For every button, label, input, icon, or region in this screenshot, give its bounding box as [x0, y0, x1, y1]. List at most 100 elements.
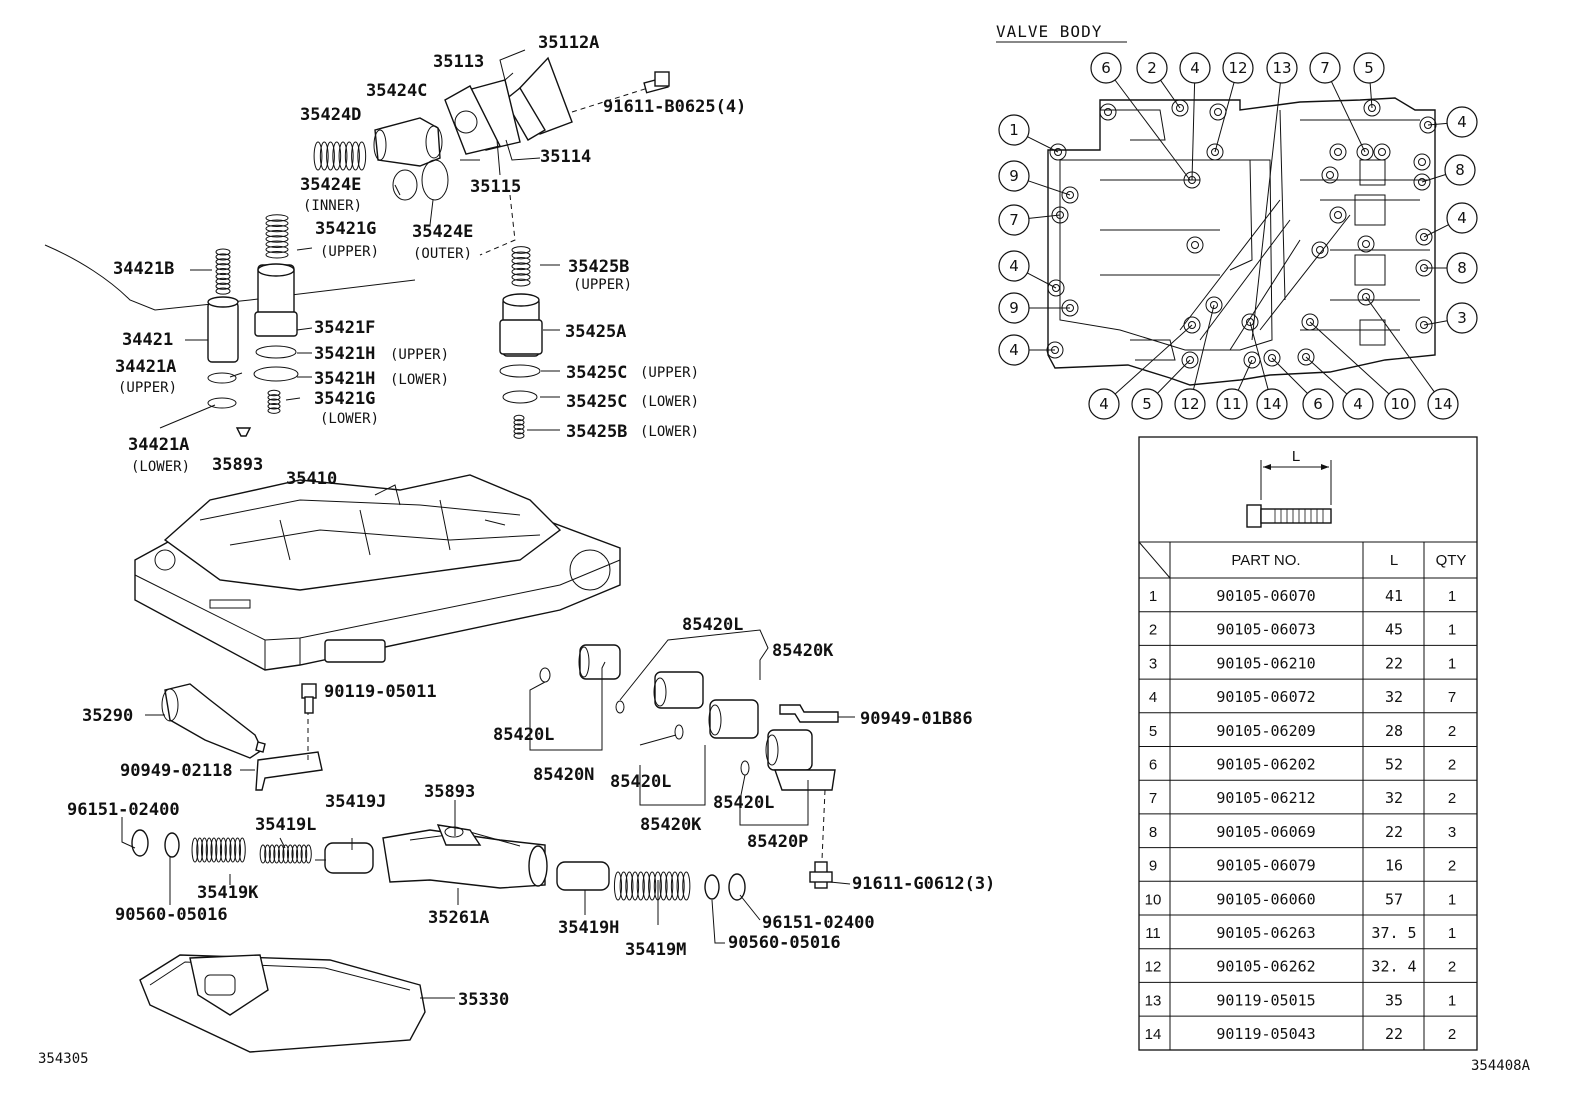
bolt-holes [1046, 99, 1437, 369]
label-outer: (OUTER) [413, 246, 472, 262]
row-number: 8 [1149, 824, 1157, 841]
callout-bottom-9: 14 [1365, 296, 1459, 420]
callout-top-3: 4 [1179, 52, 1211, 181]
header-part-no: PART NO. [1231, 552, 1300, 569]
callout-number: 11 [1222, 395, 1241, 413]
row-qty: 3 [1448, 824, 1456, 841]
valve-body-title: VALVE BODY [996, 22, 1102, 41]
bolt-hole [1415, 228, 1433, 246]
row-qty: 1 [1448, 588, 1456, 605]
row-qty: 1 [1448, 622, 1456, 639]
valve-body-35410 [134, 474, 621, 671]
label-85420l-c: 85420L [610, 772, 671, 792]
row-part-no: 90105-06060 [1216, 890, 1315, 908]
callout-number: 6 [1101, 59, 1111, 77]
label-lower-3: (LOWER) [320, 411, 379, 427]
row-part-no: 90105-06262 [1216, 958, 1315, 976]
row-length: 32 [1385, 688, 1403, 706]
label-91611-b0625: 91611-B0625(4) [603, 97, 746, 117]
callout-number: 2 [1147, 59, 1157, 77]
callout-top-7: 5 [1353, 52, 1385, 109]
label-35419l: 35419L [255, 815, 316, 835]
label-35425a: 35425A [565, 322, 626, 342]
callout-right-1: 4 [1427, 106, 1478, 138]
plug-35424c [373, 117, 443, 167]
bottom-springs [191, 837, 691, 901]
callout-right-3: 4 [1423, 202, 1478, 238]
label-lower-2: (LOWER) [390, 372, 449, 388]
callout-right-2: 8 [1421, 154, 1476, 186]
label-35425c-upper: 35425C [566, 363, 627, 383]
snap-ring-96151-b [728, 873, 746, 901]
label-35425b-lower: 35425B [566, 422, 627, 442]
label-85420l-a: 85420L [682, 615, 743, 635]
row-part-no: 90105-06072 [1216, 688, 1315, 706]
dimension-l: L [1292, 448, 1300, 465]
housing-35261a [382, 824, 548, 889]
bolt-hole [1186, 236, 1204, 254]
callout-number: 4 [1099, 395, 1109, 413]
header-qty: QTY [1436, 552, 1467, 569]
label-96151-02400-a: 96151-02400 [67, 800, 180, 820]
label-35893-b: 35893 [424, 782, 475, 802]
label-35410: 35410 [286, 469, 337, 489]
callout-left-1: 1 [998, 114, 1059, 153]
label-35330: 35330 [458, 990, 509, 1010]
cover-35112a [444, 56, 649, 155]
row-number: 6 [1149, 757, 1157, 774]
label-35421h-lower: 35421H [314, 369, 375, 389]
label-lower-5: (LOWER) [640, 394, 699, 410]
label-35419k: 35419K [197, 883, 259, 903]
label-upper-4: (UPPER) [573, 277, 632, 293]
label-35421f: 35421F [314, 318, 375, 338]
label-35290: 35290 [82, 706, 133, 726]
label-upper-3: (UPPER) [118, 380, 177, 396]
washer-90560-a [164, 832, 180, 858]
row-part-no: 90119-05015 [1216, 991, 1315, 1009]
row-part-no: 90105-06202 [1216, 756, 1315, 774]
row-length: 52 [1385, 756, 1403, 774]
row-number: 3 [1149, 655, 1157, 672]
callout-right-5: 3 [1423, 302, 1478, 334]
callout-top-6: 7 [1309, 52, 1366, 153]
row-qty: 2 [1448, 959, 1456, 976]
label-upper-1: (UPPER) [320, 244, 379, 260]
label-90560-05016-a: 90560-05016 [115, 905, 228, 925]
label-35424e-inner: 35424E [300, 175, 361, 195]
spring-35425b-lower [513, 414, 525, 439]
label-85420l-b: 85420L [493, 725, 554, 745]
callout-number: 13 [1272, 59, 1291, 77]
bolt-hole [1357, 235, 1375, 253]
solenoid-85420k [653, 671, 704, 709]
label-35424e-outer: 35424E [412, 222, 473, 242]
row-number: 11 [1145, 925, 1161, 942]
callout-number: 4 [1353, 395, 1363, 413]
label-91611-g0612: 91611-G0612(3) [852, 874, 995, 894]
callout-number: 6 [1313, 395, 1323, 413]
bolt-hole [1311, 241, 1329, 259]
row-qty: 2 [1448, 757, 1456, 774]
callout-number: 14 [1262, 395, 1281, 413]
o-ring-35424e-outer [421, 159, 449, 201]
callout-bottom-8: 10 [1309, 321, 1416, 420]
bolt-hole [1413, 153, 1431, 171]
callout-left-3: 7 [998, 204, 1061, 236]
label-35115: 35115 [470, 177, 521, 197]
label-35419j: 35419J [325, 792, 386, 812]
label-85420n: 85420N [533, 765, 594, 785]
callout-bottom-7: 4 [1305, 356, 1374, 420]
row-part-no: 90119-05043 [1216, 1025, 1315, 1043]
label-35424d: 35424D [300, 105, 361, 125]
part-labels: 35112A 35113 35424C 35424D 91611-B0625(4… [67, 33, 995, 1010]
label-35421g-lower: 35421G [314, 389, 375, 409]
label-85420p: 85420P [747, 832, 808, 852]
callout-number: 7 [1320, 59, 1330, 77]
bolt-hole [1413, 173, 1431, 191]
